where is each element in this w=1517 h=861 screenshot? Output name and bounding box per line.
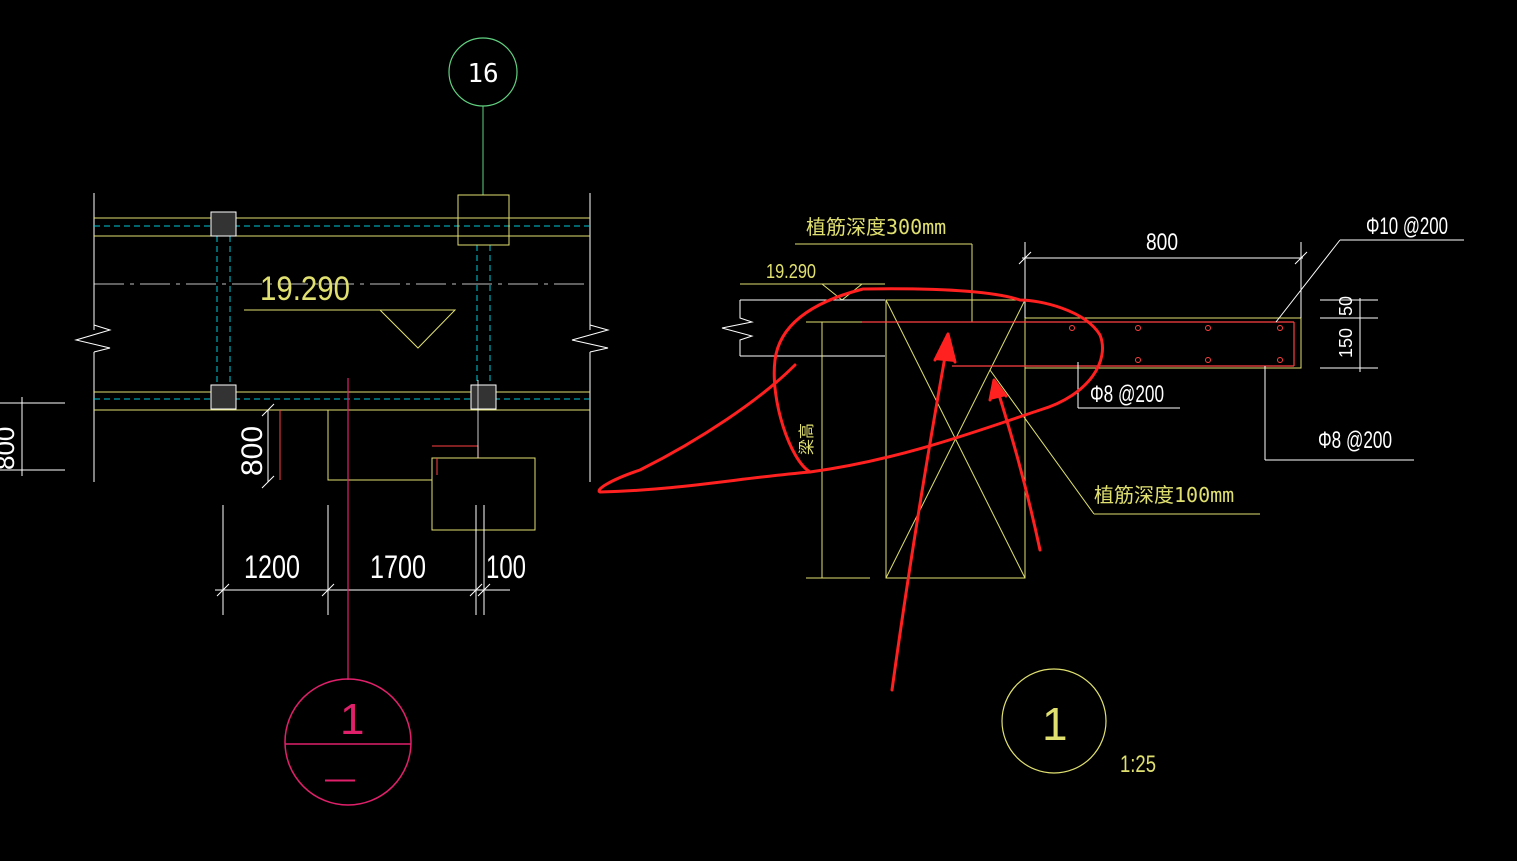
dim-left-label: 800	[0, 427, 20, 470]
dim-150-label: 150	[1336, 328, 1356, 358]
dim-800-tick-r	[1294, 251, 1308, 265]
elevation-triangle	[379, 309, 457, 349]
column-square-br	[470, 384, 497, 410]
dim-bottom-100: 100	[486, 549, 526, 585]
label-depth-300: 植筋深度300mm	[806, 215, 946, 239]
section-break	[721, 300, 754, 356]
rebar-dot	[1205, 325, 1211, 331]
break-symbol-left	[74, 324, 112, 353]
rebar-dot	[1135, 357, 1141, 363]
cantilever-slab	[1024, 317, 1302, 369]
section-mark-sheet: —	[325, 762, 355, 795]
rebar-low-label: Φ8 @200	[1318, 427, 1392, 454]
dim-tick-4	[477, 583, 491, 597]
plan-elevation: 19.290	[260, 270, 350, 308]
detail-scale: 1:25	[1120, 751, 1156, 778]
detail-title-number: 1	[1042, 698, 1068, 750]
rebar-dot	[1205, 357, 1211, 363]
dim-800-tick-bottom	[261, 475, 275, 489]
label-depth-100: 植筋深度100mm	[1094, 483, 1234, 507]
dim-800-tick-l	[1018, 251, 1032, 265]
beam-section-box	[885, 299, 1026, 579]
dim-bottom-1700: 1700	[370, 549, 426, 585]
markup-arrow-2-head	[988, 378, 1008, 402]
rebar-mid-label: Φ8 @200	[1090, 381, 1164, 408]
markup-tail	[597, 363, 812, 494]
dim-tick-2	[321, 583, 335, 597]
small-detail-red	[432, 445, 479, 458]
beam-height-label: 梁高	[797, 423, 816, 455]
dim-bottom-1200: 1200	[244, 549, 300, 585]
markup-arrow-1-head	[933, 332, 957, 364]
dim-tick-1	[216, 583, 230, 597]
dim-800-top-label: 800	[1146, 229, 1178, 256]
rebar-dots	[1069, 325, 1283, 363]
markup-loop	[772, 287, 1104, 474]
section-detail: 植筋深度300mm 19.290 梁高	[721, 213, 1464, 778]
cantilever-outline	[327, 410, 432, 481]
rebar-dot	[1135, 325, 1141, 331]
column-box-top	[457, 194, 510, 246]
dim-50-label: 50	[1336, 296, 1356, 316]
markup-arrow-1-shaft	[890, 338, 950, 692]
rebar-top-leader	[1275, 239, 1341, 323]
red-markup	[597, 287, 1104, 692]
section-mark-number: 1	[340, 695, 364, 744]
section-mark-circle	[284, 678, 412, 806]
rebar-dot	[1277, 357, 1283, 363]
dim-800-tick-top	[261, 403, 275, 417]
rebar-dot	[1277, 325, 1283, 331]
detail-title-circle	[1001, 668, 1107, 774]
axis-label: 16	[467, 59, 498, 89]
dim-800-label: 800	[236, 426, 269, 476]
plan-view: 16 19.290	[0, 37, 610, 806]
column-square-bl	[210, 384, 237, 410]
dim-tick-3	[469, 583, 483, 597]
column-square-tl	[210, 211, 237, 237]
rebar-dot	[1069, 325, 1075, 331]
label-100-leader	[989, 369, 1095, 515]
markup-arrow-2-shaft	[994, 383, 1042, 552]
break-symbol-right	[571, 324, 610, 353]
rebar-top-label: Φ10 @200	[1366, 213, 1448, 240]
section-elevation: 19.290	[766, 261, 816, 283]
